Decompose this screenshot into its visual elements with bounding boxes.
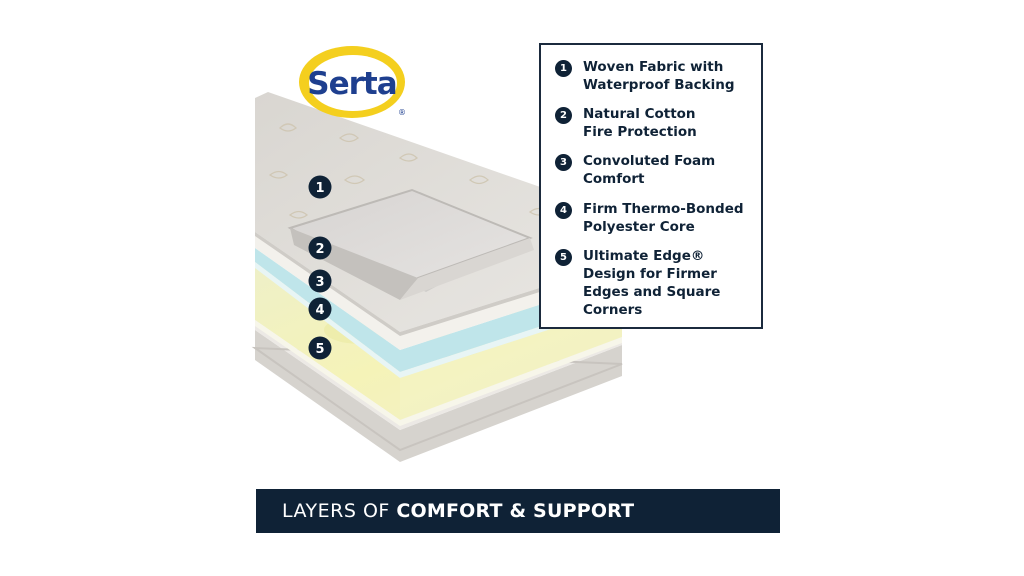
legend-badge: 3 bbox=[555, 154, 572, 171]
layer-legend: 1 Woven Fabric with Waterproof Backing 2… bbox=[539, 43, 763, 329]
legend-text: Convoluted Foam Comfort bbox=[583, 153, 716, 187]
svg-text:3: 3 bbox=[315, 275, 324, 290]
serta-logo: Serta ® bbox=[299, 46, 406, 118]
legend-text: Firm Thermo-Bonded Polyester Core bbox=[583, 201, 744, 235]
layer-marker-1: 1 bbox=[308, 175, 332, 199]
svg-text:2: 2 bbox=[315, 242, 324, 257]
serta-logo-text: Serta bbox=[307, 66, 396, 102]
layer-marker-5: 5 bbox=[308, 336, 332, 360]
layer-marker-4: 4 bbox=[308, 297, 332, 321]
legend-text: Natural Cotton Fire Protection bbox=[583, 106, 697, 140]
legend-text: Ultimate Edge® Design for Firmer Edges a… bbox=[583, 248, 721, 318]
legend-badge: 2 bbox=[555, 107, 572, 124]
layer-marker-3: 3 bbox=[308, 269, 332, 293]
svg-text:1: 1 bbox=[315, 181, 324, 196]
svg-text:4: 4 bbox=[315, 303, 324, 318]
banner-light-text: LAYERS OF bbox=[282, 500, 397, 522]
comfort-support-banner: LAYERS OF COMFORT & SUPPORT bbox=[256, 489, 780, 533]
legend-text: Woven Fabric with Waterproof Backing bbox=[583, 59, 735, 93]
yellow-edge-detail bbox=[400, 306, 622, 420]
registered-mark: ® bbox=[398, 108, 406, 117]
cutaway-window bbox=[287, 188, 534, 300]
banner-bold-text: COMFORT & SUPPORT bbox=[396, 500, 635, 522]
legend-badge: 5 bbox=[555, 249, 572, 266]
layer-marker-2: 2 bbox=[308, 236, 332, 260]
legend-badge: 4 bbox=[555, 202, 572, 219]
legend-badge: 1 bbox=[555, 60, 572, 77]
svg-text:5: 5 bbox=[315, 342, 324, 357]
